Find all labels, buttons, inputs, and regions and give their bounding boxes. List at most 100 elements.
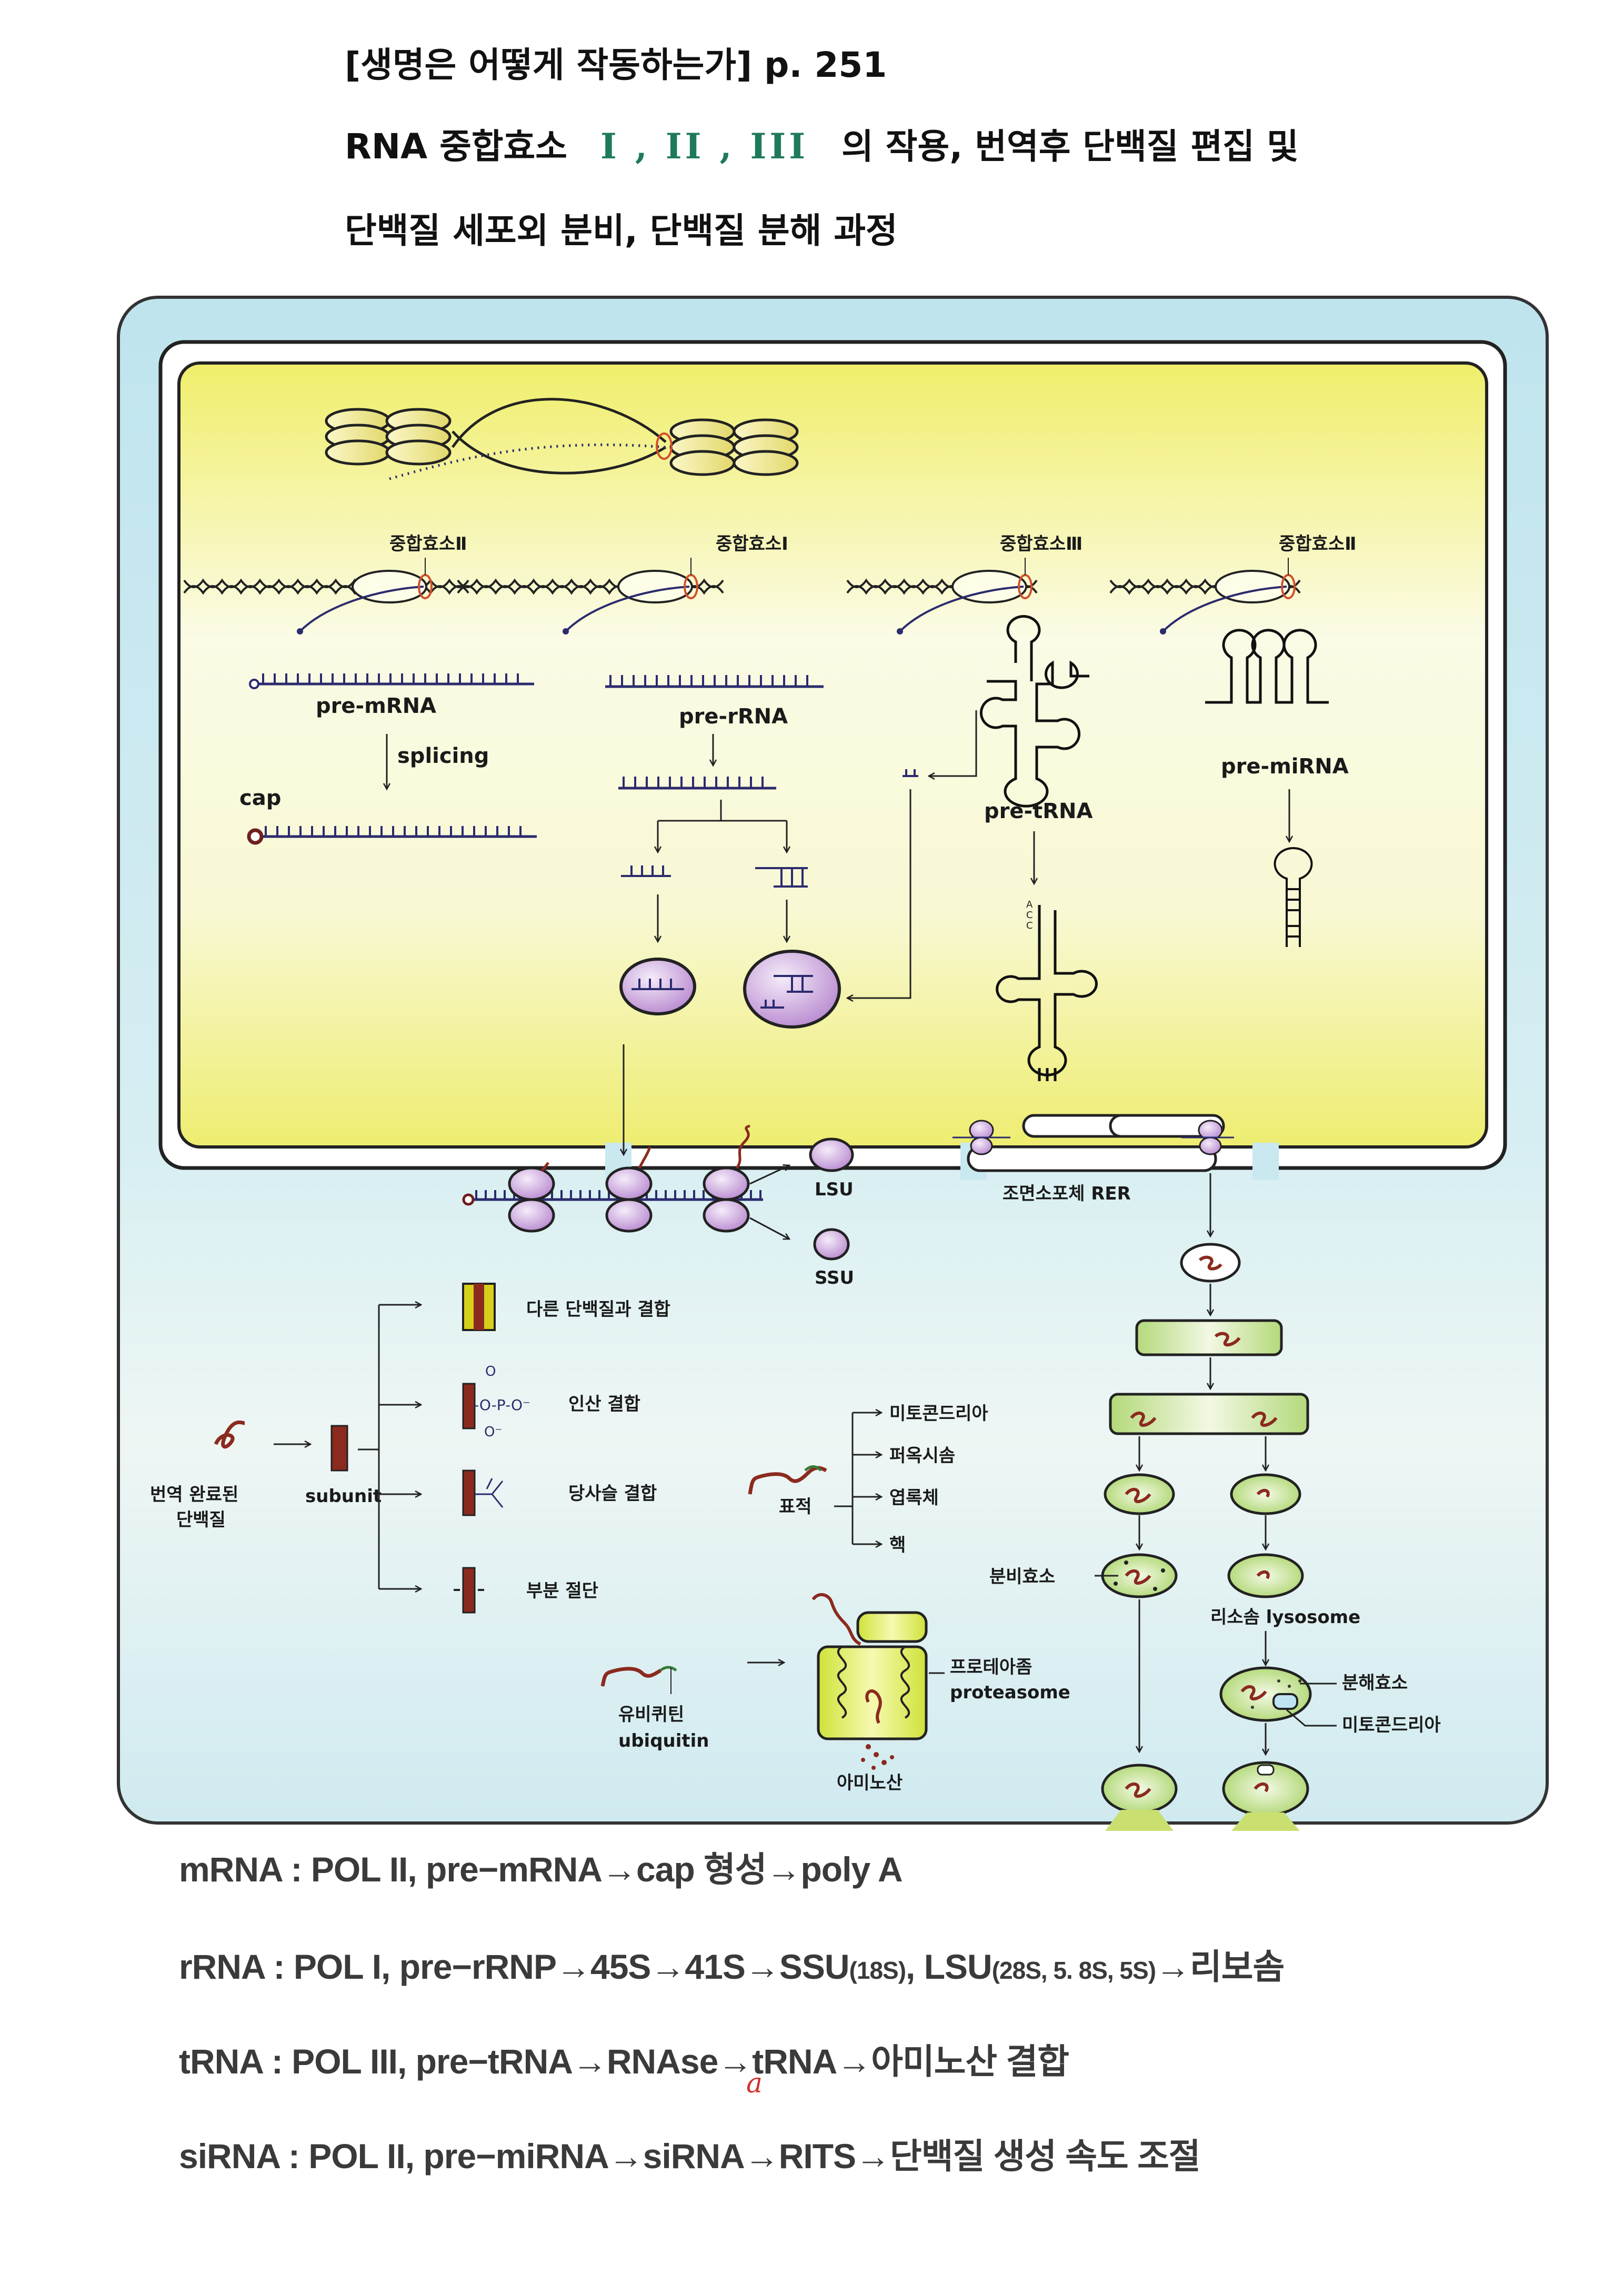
proteasome [811, 1593, 928, 1740]
nascent-rna [299, 586, 424, 632]
pre-mirna-hairpins [1205, 629, 1329, 704]
signal-peptide-icon [804, 1465, 822, 1472]
note-rrna-part-a: rRNA : POL I, pre−rRNP→45S→41S→SSU [179, 1947, 850, 1986]
rrna-45s [618, 777, 776, 790]
arrow-5s-cleavage [929, 710, 977, 776]
modification-label-phosphate: 인산 결합 [568, 1394, 640, 1415]
secretion-release [1231, 1812, 1300, 1831]
translated-protein-icon [214, 1420, 245, 1449]
ubiquitinated-protein-icon [600, 1667, 661, 1687]
subunit-label: subunit [305, 1486, 382, 1507]
lysosome-precursor-vesicle [1230, 1473, 1301, 1515]
sugar-chain-icon [475, 1478, 504, 1508]
phosphate-protein-icon [462, 1383, 476, 1429]
pre-trna-structure [979, 615, 1089, 808]
ubiquitin-tag-icon [659, 1666, 677, 1672]
proteasome-label-en: proteasome [950, 1682, 1070, 1703]
lysosome-label: 리소솜 lysosome [1210, 1607, 1360, 1628]
polysome [462, 1124, 763, 1233]
note-sirna: siRNA : POL II, pre−miRNA→siRNA→RITS→단백질… [179, 2137, 1201, 2176]
cell-diagram: 중합효소Ⅱ 중합효소Ⅰ 중합효소Ⅲ 중합효소Ⅱ pre-mRNA splicing c… [117, 296, 1549, 1831]
proteasome-label-ko: 프로테아좀 [950, 1657, 1032, 1678]
secretion-release [1105, 1810, 1174, 1831]
modification-label-complex: 다른 단백질과 결합 [526, 1299, 670, 1320]
note-rrna: rRNA : POL I, pre−rRNP→45S→41S→SSU(18S),… [179, 1939, 1285, 1989]
note-rrna-lsu-size: (28S, 5. 8S, 5S) [991, 1957, 1156, 1984]
target-nucleus: 핵 [889, 1535, 906, 1556]
phosphate-top: O [485, 1364, 496, 1379]
title-line-2: RNA 중합효소 I , II , III 의 작용, 번역후 단백질 편집 및 [345, 118, 1299, 169]
handwritten-correction: a [746, 2068, 763, 2099]
trna-cca-c1: C [1026, 910, 1033, 921]
branch-lines [657, 800, 788, 850]
pre-rrna-strand [605, 675, 824, 688]
title-prefix: RNA 중합효소 [345, 126, 567, 167]
lysosome [1227, 1553, 1304, 1598]
ubiquitin-label-en: ubiquitin [618, 1730, 709, 1751]
note-rrna-part-c: →리보솜 [1156, 1947, 1285, 1986]
pre-mirna-label: pre-miRNA [1221, 754, 1349, 779]
mitochondria-label-lysosome: 미토콘드리아 [1342, 1715, 1441, 1736]
engulfed-mitochondrion [1272, 1693, 1298, 1710]
rough-er [967, 1114, 1225, 1172]
autophagy-lysosome [1219, 1666, 1312, 1722]
golgi-cis [1135, 1319, 1283, 1356]
ssu-label: SSU [815, 1267, 854, 1288]
note-rrna-ssu-size: (18S) [849, 1957, 906, 1984]
targeted-protein-icon [748, 1466, 827, 1495]
target-peroxisome: 퍼옥시솜 [889, 1445, 955, 1466]
pre-mrna-label: pre-mRNA [316, 694, 436, 718]
polymerase-label: 중합효소Ⅱ [389, 533, 467, 555]
target-mitochondria: 미토콘드리아 [889, 1403, 988, 1424]
rrna-fragment-small [621, 865, 671, 877]
large-subunit [809, 1137, 854, 1172]
splicing-label: splicing [397, 744, 489, 768]
glycosylation-protein-icon [462, 1469, 476, 1516]
golgi-trans [1109, 1393, 1309, 1435]
title-book-reference: [생명은 어떻게 작동하는가] p. 251 [345, 45, 887, 85]
translated-protein-label-1: 번역 완료된 [150, 1484, 238, 1505]
mirna-hairpin [1274, 847, 1313, 947]
nucleolus-ssu-assembly [619, 958, 696, 1015]
target-chloroplast: 엽록체 [889, 1487, 939, 1508]
nascent-rna [565, 586, 690, 632]
pre-rrna-label: pre-rRNA [679, 704, 788, 729]
phosphate-bottom: O⁻ [484, 1424, 502, 1440]
rrna-5s-fragment [903, 769, 918, 777]
modification-label-sugar: 당사슬 결합 [568, 1483, 657, 1504]
note-rrna-part-b: , LSU [906, 1947, 993, 1986]
polymerase-label: 중합효소Ⅲ [1000, 533, 1082, 555]
translated-protein-label-2: 단백질 [176, 1509, 226, 1530]
pre-mrna-strand [249, 673, 534, 689]
small-subunit [813, 1228, 850, 1261]
rer-label: 조면소포체 RER [1003, 1183, 1131, 1204]
ubiquitin-label-ko: 유비퀴틴 [618, 1704, 684, 1725]
arrow-5s-to-nucleolus [847, 789, 911, 998]
pre-trna-label: pre-tRNA [984, 799, 1092, 823]
lsu-label: LSU [815, 1179, 854, 1200]
trna-cca-a: A [1026, 899, 1033, 910]
polymerase-label: 중합효소Ⅰ [716, 533, 788, 555]
note-trna: tRNA : POL III, pre−tRNA→RNAse→tRNA→아미노산… [179, 2042, 1069, 2081]
rer-ribosome [953, 1120, 1234, 1155]
mature-trna-structure [996, 905, 1098, 1081]
trna-cca-c2: C [1026, 920, 1033, 931]
polymerase-label: 중합효소Ⅱ [1279, 533, 1357, 555]
title-line-3: 단백질 세포외 분비, 단백질 분해 과정 [345, 210, 898, 251]
phosphate-group: -O-P-O⁻ [474, 1396, 530, 1414]
handwritten-roman-numerals: I , II , III [600, 126, 809, 167]
nascent-rna [1162, 586, 1287, 632]
digestive-enzyme-label: 분해효소 [1342, 1673, 1408, 1694]
nuclear-pore [1252, 1143, 1279, 1180]
nascent-rna [899, 586, 1024, 632]
note-mrna: mRNA : POL II, pre−mRNA→cap 형성→poly A [179, 1850, 903, 1889]
nucleosome-chromatin [325, 398, 799, 480]
amino-acid-particles [861, 1744, 894, 1770]
amino-acid-label: 아미노산 [837, 1773, 903, 1794]
cap-label: cap [239, 786, 281, 810]
protein-complex-icon [462, 1283, 496, 1331]
secretory-enzyme-label: 분비효소 [989, 1566, 1055, 1587]
mature-mrna-strand [247, 826, 537, 845]
modification-label-cleavage: 부분 절단 [526, 1580, 598, 1602]
rrna-fragment-large [755, 867, 808, 888]
